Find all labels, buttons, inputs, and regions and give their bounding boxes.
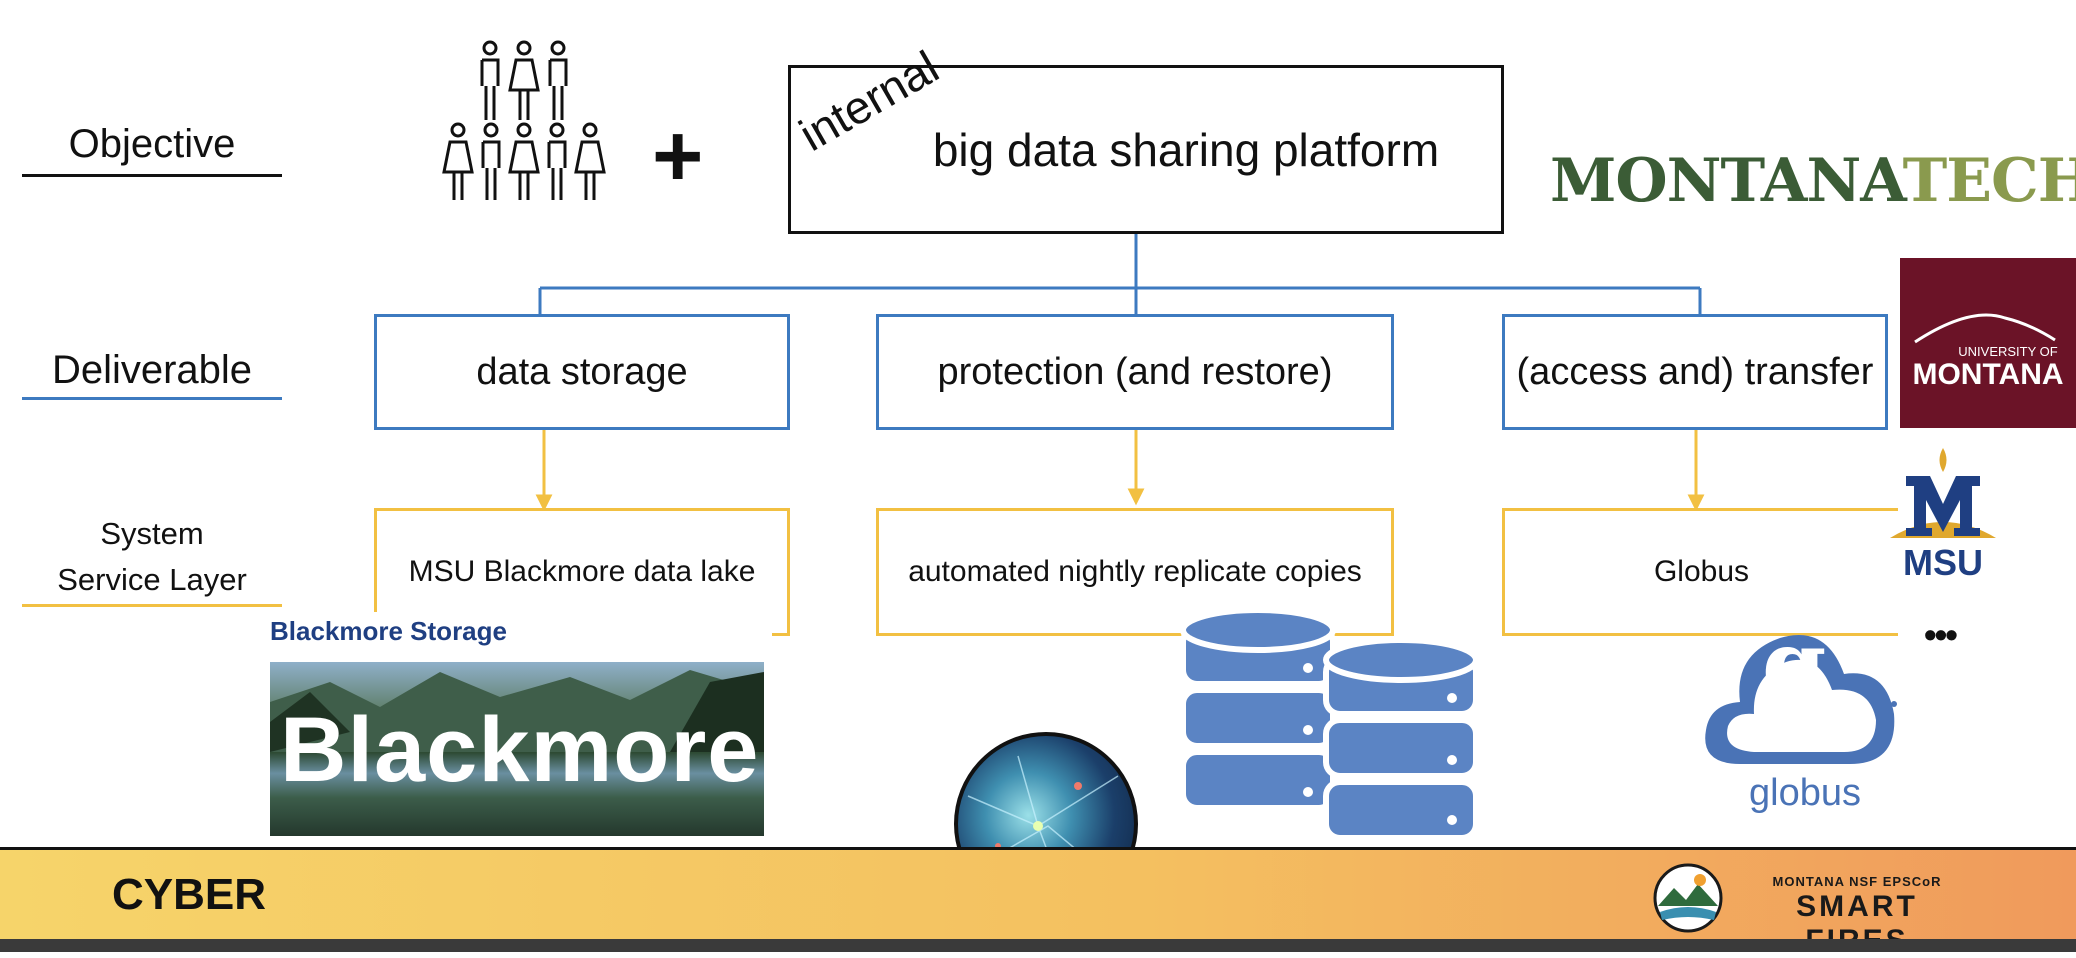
msu-flame-icon	[1890, 448, 1996, 538]
deliverable-data-storage: data storage	[374, 314, 790, 430]
footer-cyber-label: CYBER	[112, 870, 267, 919]
blackmore-banner: Blackmore	[270, 662, 764, 836]
plus-sign: +	[652, 106, 704, 205]
deliverable-protection: protection (and restore)	[876, 314, 1394, 430]
globus-logo: g globus	[1700, 618, 1910, 824]
msu-logo: MSU	[1888, 446, 1998, 586]
footer-program-top: MONTANA NSF EPSCoR	[1772, 874, 1942, 889]
blackmore-caption: Blackmore Storage	[270, 616, 507, 646]
montana-tech-word-a: MONTANA	[1550, 146, 1904, 216]
platform-title: big data sharing platform	[932, 123, 1440, 176]
mountain-arc-icon	[1914, 313, 2056, 344]
blackmore-panel: Blackmore Storage Blackmore	[268, 612, 772, 854]
montana-tech-word-b: TECH	[1902, 146, 2076, 216]
globus-cloud-icon	[1705, 634, 1897, 764]
blackmore-banner-text: Blackmore	[280, 699, 760, 801]
deliverable-underline	[22, 397, 282, 400]
more-logos-indicator: •••	[1924, 614, 1958, 655]
mountain-scenery	[270, 670, 764, 752]
row-label-service-line2: Service Layer	[57, 562, 247, 597]
montana-tech-logo: MONTANATECH	[1550, 146, 2076, 216]
um-small-text: UNIVERSITY OF	[1958, 344, 2058, 359]
globus-g-letter: g	[1762, 610, 1827, 718]
deliverable-transfer: (access and) transfer	[1502, 314, 1888, 430]
university-of-montana-logo: UNIVERSITY OF MONTANA	[1900, 258, 2076, 428]
smart-fires-emblem-icon	[1653, 863, 1723, 933]
service-globus: Globus	[1502, 508, 1898, 636]
row-label-deliverable: Deliverable	[51, 348, 253, 392]
service-underline	[22, 604, 282, 607]
service-label: Globus	[1653, 555, 1750, 588]
database-icon	[1180, 608, 1479, 840]
service-label: automated nightly replicate copies	[908, 555, 1362, 588]
people-group-icon	[442, 40, 606, 200]
row-label-service-line1: System	[100, 516, 204, 551]
objective-underline	[22, 174, 282, 177]
row-label-objective: Objective	[68, 122, 236, 166]
um-big-text: MONTANA	[1912, 358, 2064, 391]
globus-wordmark: globus	[1749, 772, 1861, 814]
service-label: MSU Blackmore data lake	[408, 555, 756, 588]
platform-box: big data sharing platform	[788, 65, 1504, 234]
deliverable-label: (access and) transfer	[1516, 350, 1874, 393]
deliverable-label: data storage	[476, 350, 688, 393]
footer-band: CYBER MONTANA NSF EPSCoR SMART FIRES	[0, 847, 2076, 957]
bottom-bar	[0, 939, 2076, 952]
msu-text: MSU	[1903, 542, 1983, 583]
deliverable-label: protection (and restore)	[937, 350, 1333, 393]
